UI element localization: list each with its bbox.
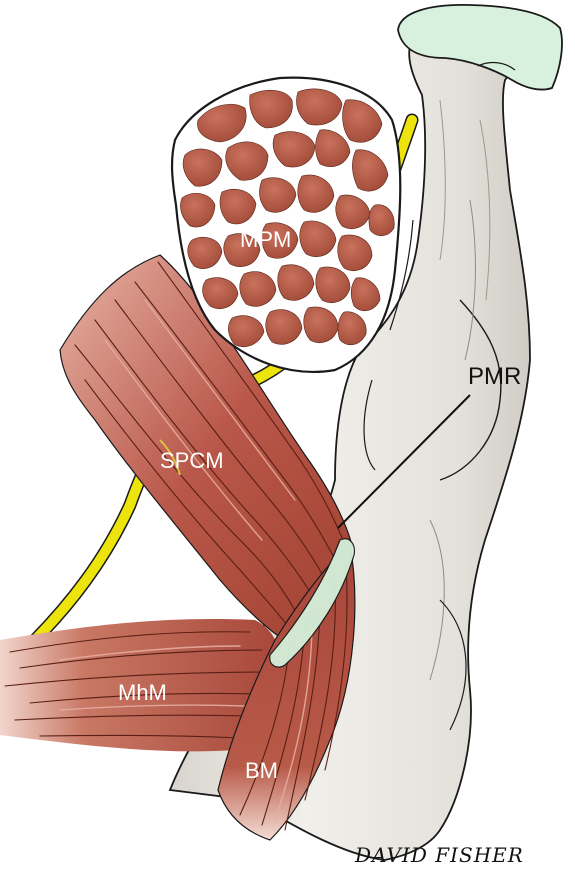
pmr-leader-line xyxy=(337,394,471,529)
label-pmr: PMR xyxy=(468,363,521,390)
label-spcm: SPCM xyxy=(160,448,224,473)
label-mhm: MhM xyxy=(118,680,167,705)
muscle-spcm xyxy=(59,254,353,651)
tendon-band xyxy=(269,538,355,668)
cartilage-cap xyxy=(397,4,563,91)
fascicles xyxy=(180,88,395,347)
label-bm: BM xyxy=(245,758,278,783)
muscle-mhm xyxy=(0,619,279,752)
label-mpm: MPM xyxy=(240,227,291,252)
artist-signature: DAVID FISHER xyxy=(354,843,524,867)
muscle-cross-section-mpm xyxy=(170,76,402,373)
